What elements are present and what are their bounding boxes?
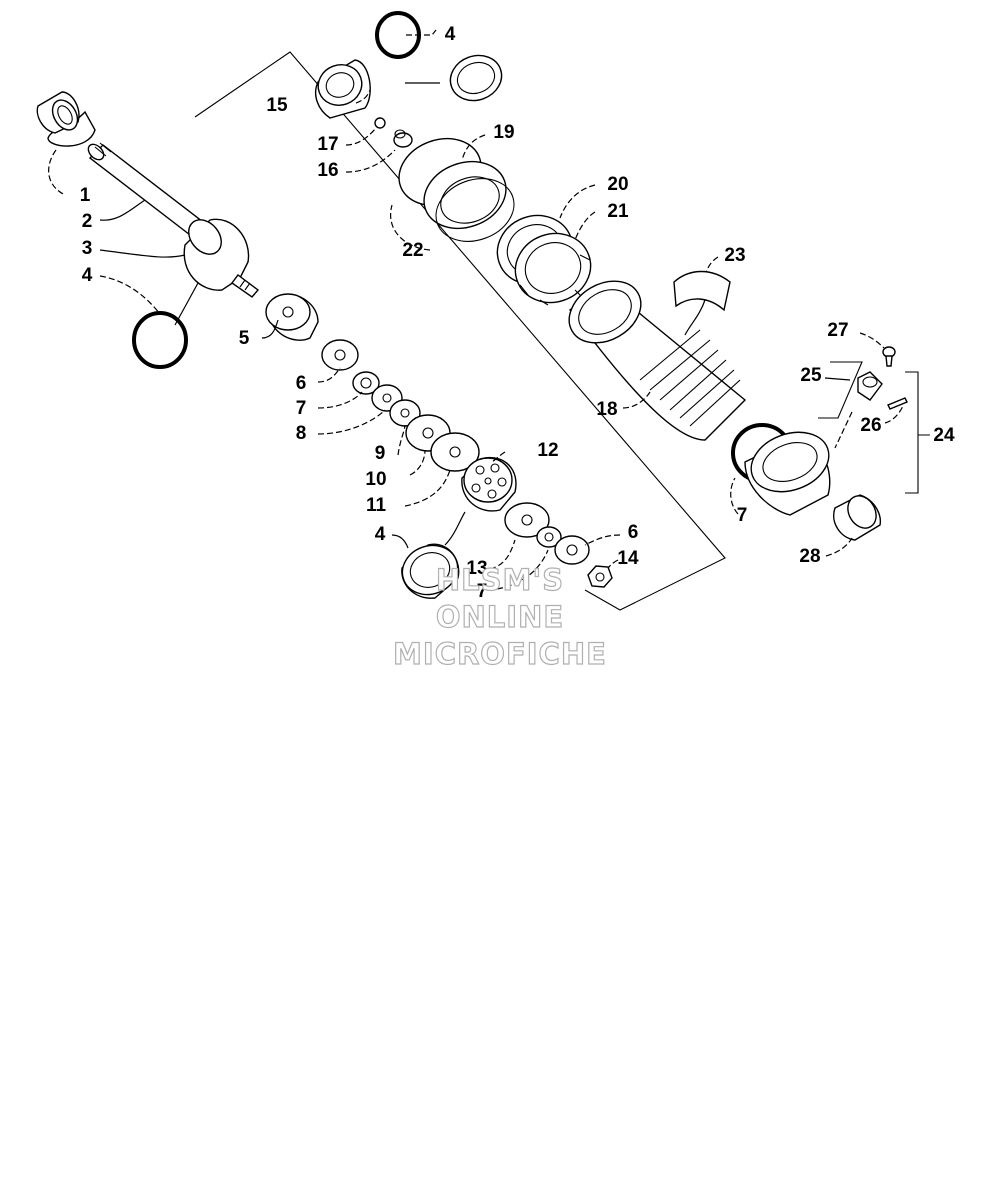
callout-8: 8: [296, 423, 307, 444]
callout-6: 6: [296, 373, 307, 394]
part-28-bushing: [833, 494, 882, 541]
part-7-washer-upper: [352, 371, 380, 395]
callout-4: 4: [445, 24, 456, 45]
watermark-line-1: HLSM'S: [436, 563, 564, 597]
part-21-lock-nut: [514, 232, 592, 306]
callout-27: 27: [827, 320, 848, 341]
part-4-o-ring-top: [375, 11, 421, 59]
watermark-line-3: MICROFICHE: [393, 637, 607, 671]
assembly-bracket-24: [905, 371, 930, 494]
callout-4: 4: [82, 265, 93, 286]
part-4-ring-lower: [401, 543, 460, 599]
callout-25: 25: [800, 365, 822, 386]
part-4-ring-top: [449, 54, 503, 102]
part-4-o-ring-left: [132, 311, 188, 369]
callout-13: 13: [466, 558, 487, 579]
part-22-seal-ring: [435, 178, 515, 242]
callout-2: 2: [82, 211, 93, 232]
part-25-valve: [857, 371, 883, 401]
part-7-washer-lower: [536, 526, 562, 548]
part-11-shim: [430, 432, 480, 472]
callout-28: 28: [799, 546, 820, 567]
callout-11: 11: [366, 495, 387, 516]
callout-19: 19: [493, 122, 514, 143]
part-27-screw: [882, 346, 896, 367]
part-24-reservoir: [744, 431, 831, 516]
part-16-valve-screw: [393, 129, 413, 148]
leader-lines: [48, 29, 904, 591]
part-18-shock-body: [568, 280, 747, 441]
group-outline-box: [194, 51, 726, 611]
callout-22: 22: [402, 240, 423, 261]
part-5-bumper: [265, 293, 319, 341]
part-26-pin: [887, 397, 908, 410]
part-13-washer: [504, 502, 550, 538]
callout-7: 7: [296, 398, 307, 419]
bracket-25: [818, 361, 863, 419]
callout-12: 12: [537, 440, 558, 461]
callout-18: 18: [596, 399, 617, 420]
part-1-bushing: [36, 91, 96, 147]
callout-5: 5: [239, 328, 250, 349]
callout-3: 3: [82, 238, 93, 259]
part-12-piston: [461, 456, 517, 512]
callout-16: 16: [317, 160, 338, 181]
part-6-washer-lower: [554, 535, 590, 565]
callout-10: 10: [365, 469, 386, 490]
callout-26: 26: [860, 415, 881, 436]
part-3-rod-end: [183, 218, 260, 298]
part-15-end-cap: [314, 59, 371, 119]
callout-15: 15: [266, 95, 288, 116]
part-23-clip: [673, 270, 731, 312]
callouts: 1 2 3 4 4 4 5 6 6 7 7 7 8 9 10 11 12 13 …: [80, 24, 955, 602]
callout-9: 9: [375, 443, 386, 464]
part-6-washer-upper: [321, 339, 359, 371]
part-14-nut: [587, 565, 613, 588]
callout-7: 7: [737, 505, 748, 526]
callout-1: 1: [80, 185, 91, 206]
callout-7: 7: [477, 581, 488, 602]
callout-4: 4: [375, 524, 386, 545]
callout-20: 20: [607, 174, 628, 195]
callout-14: 14: [617, 548, 639, 569]
callout-21: 21: [607, 201, 629, 222]
callout-23: 23: [724, 245, 745, 266]
part-17-ball: [374, 117, 386, 129]
watermark-line-2: ONLINE: [436, 600, 564, 634]
callout-24: 24: [933, 425, 955, 446]
callout-6: 6: [628, 522, 639, 543]
callout-17: 17: [317, 134, 338, 155]
watermark: HLSM'S ONLINE MICROFICHE: [392, 562, 607, 671]
